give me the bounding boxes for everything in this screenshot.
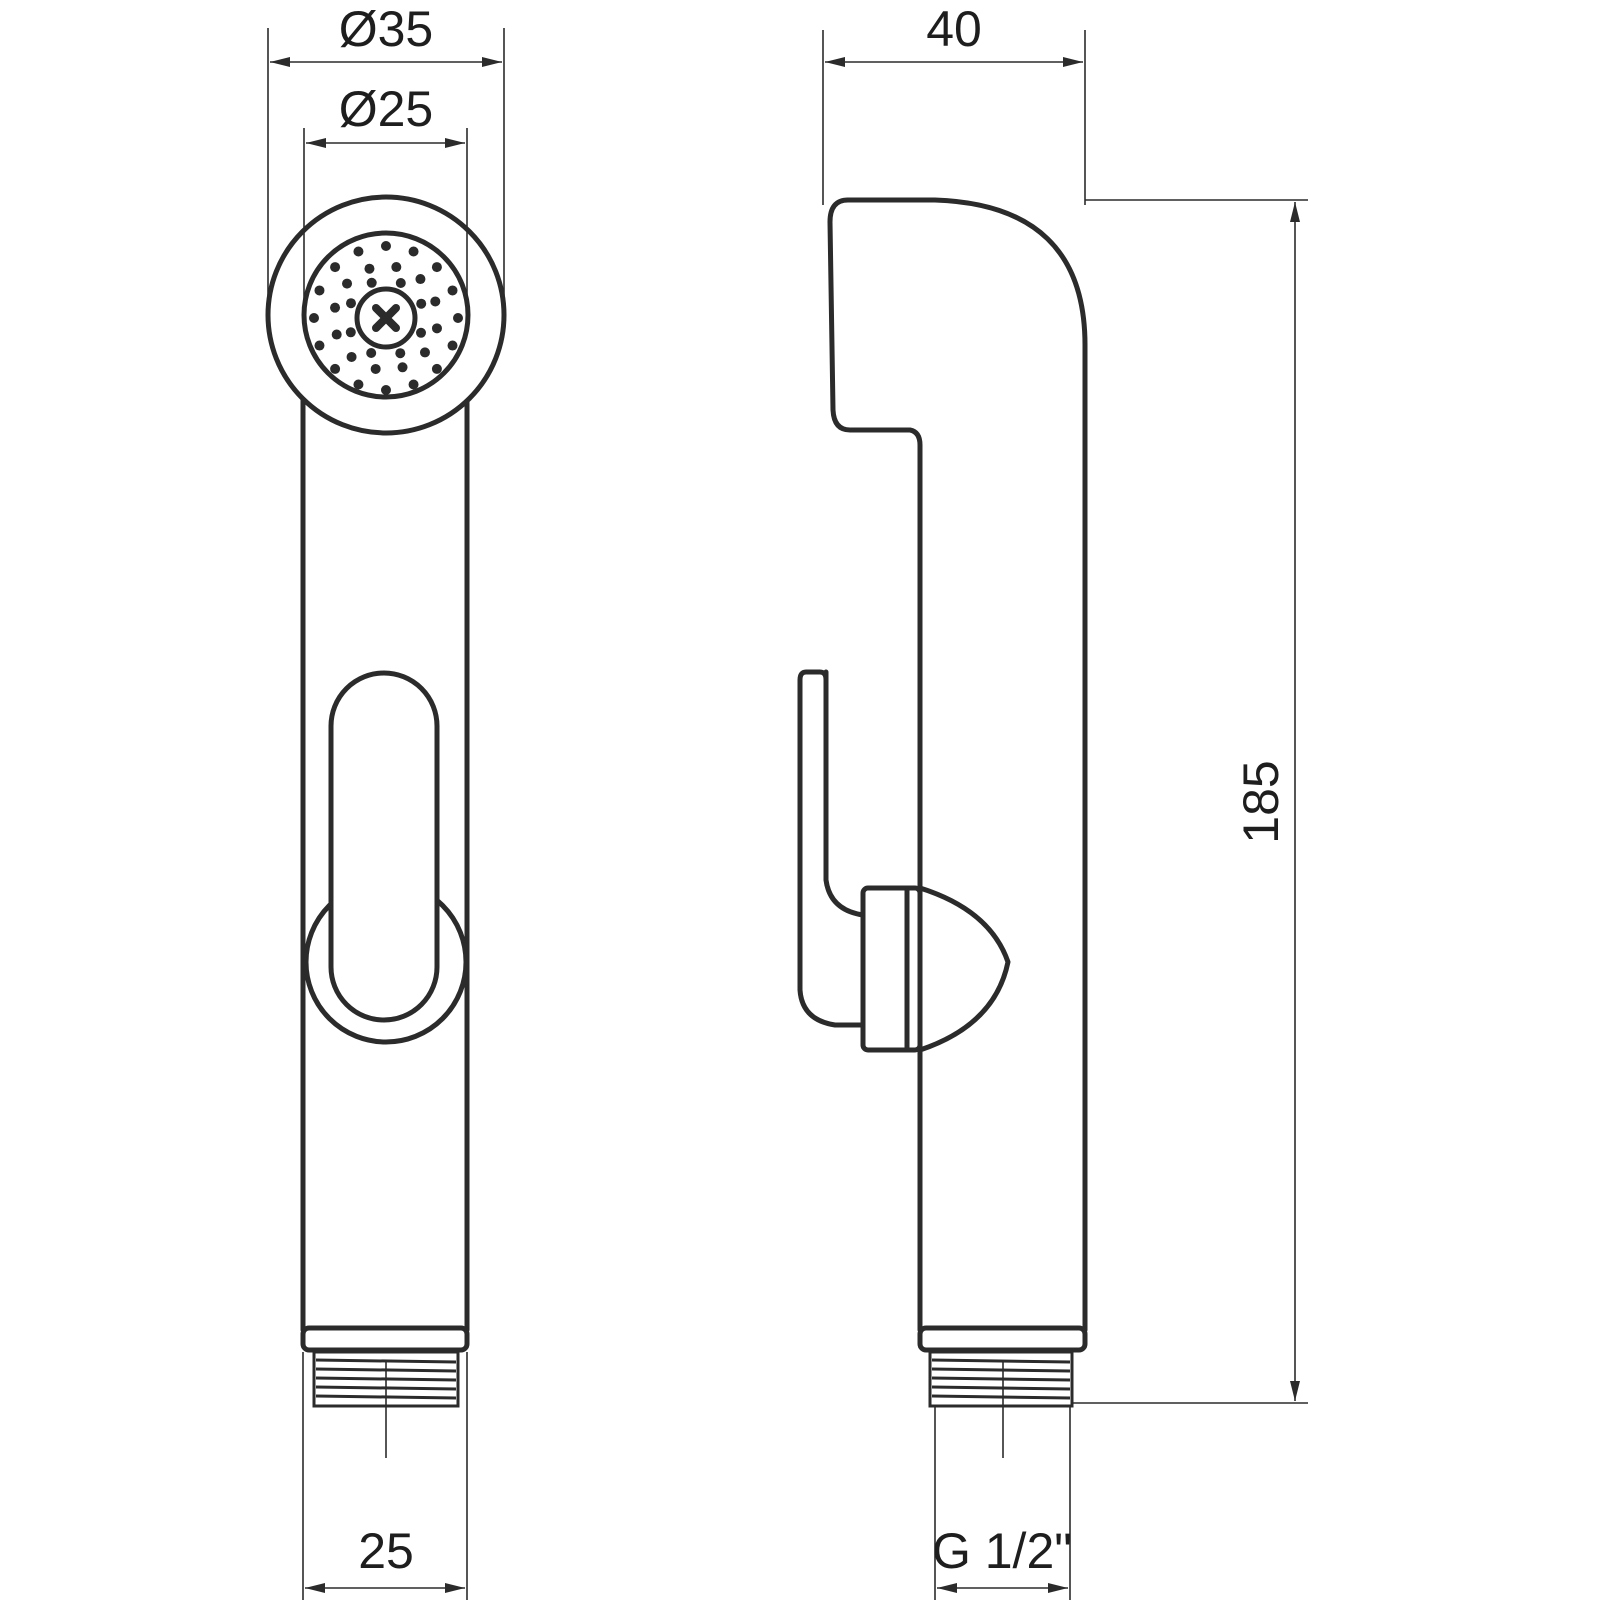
collar-side	[917, 1325, 1088, 1353]
spray-hole	[415, 274, 426, 285]
spray-hole	[416, 327, 427, 338]
spray-hole	[366, 348, 377, 359]
spray-hole	[430, 296, 441, 307]
spray-hole	[364, 263, 375, 274]
spray-hole	[353, 246, 364, 257]
spray-hole	[397, 362, 408, 373]
dim-inner-diameter: Ø25	[339, 81, 434, 137]
spray-hole	[331, 329, 342, 340]
spray-hole	[345, 327, 356, 338]
dim-width: 40	[926, 1, 982, 57]
spray-hole	[345, 298, 356, 309]
spray-hole	[416, 298, 427, 309]
spray-hole	[419, 347, 430, 358]
spray-hole	[395, 277, 406, 288]
valve-block	[860, 885, 923, 1053]
spray-hole	[342, 278, 353, 289]
screw-cross-icon	[372, 304, 400, 332]
front-view	[265, 194, 507, 1458]
trigger-slot	[328, 670, 440, 1023]
trigger-lever	[797, 669, 866, 1028]
spray-hole	[370, 363, 381, 374]
thread-side	[928, 1350, 1074, 1408]
thread-line	[931, 1367, 1071, 1373]
spray-hole	[447, 285, 458, 296]
spray-hole	[453, 313, 463, 323]
spray-hole	[381, 385, 391, 395]
side-view	[797, 197, 1088, 1458]
spray-hole	[381, 241, 391, 251]
spray-hole	[391, 262, 402, 273]
spray-hole	[431, 363, 442, 374]
spray-hole	[431, 323, 442, 334]
spray-hole	[395, 348, 406, 359]
spray-hole	[314, 285, 325, 296]
dim-thread: G 1/2"	[932, 1523, 1072, 1579]
spray-hole	[408, 379, 419, 390]
spray-hole	[447, 340, 458, 351]
thread-line	[931, 1394, 1071, 1400]
dim-outer-diameter: Ø35	[339, 1, 434, 57]
dim-base-width: 25	[358, 1523, 414, 1579]
spray-hole	[431, 262, 442, 273]
collar	[300, 1325, 470, 1353]
spray-hole	[353, 379, 364, 390]
spray-hole	[330, 302, 341, 313]
spray-hole	[346, 351, 357, 362]
spray-hole	[366, 277, 377, 288]
thread-line	[931, 1385, 1071, 1391]
spray-hole	[314, 340, 325, 351]
thread-line	[315, 1358, 457, 1364]
spray-holes	[309, 241, 463, 395]
dimension-lines	[267, 28, 1308, 1600]
thread-line	[931, 1376, 1071, 1382]
thread-line	[931, 1358, 1071, 1364]
spray-hole	[309, 313, 319, 323]
spray-hole	[330, 262, 341, 273]
spray-hole	[330, 363, 341, 374]
dim-height: 185	[1233, 760, 1289, 843]
spray-hole	[408, 246, 419, 257]
valve-dome	[917, 885, 1011, 1053]
